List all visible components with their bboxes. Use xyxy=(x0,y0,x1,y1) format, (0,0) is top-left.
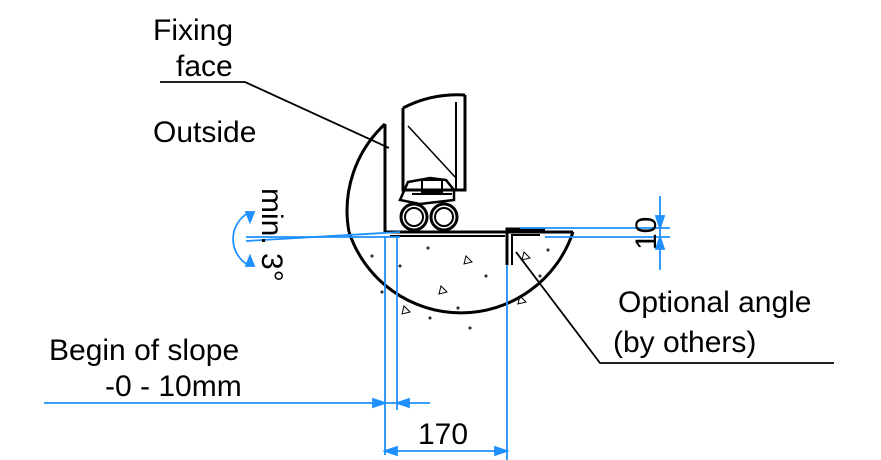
hatch-dot xyxy=(538,274,542,278)
hatch-triangle xyxy=(401,305,411,315)
seal-detail-block xyxy=(421,179,443,193)
concrete-hatch xyxy=(370,246,550,330)
optional-angle-leader xyxy=(515,251,834,364)
begin-slope-label-line2: -0 - 10mm xyxy=(105,370,242,403)
height-dimension-label: 10 xyxy=(630,217,663,250)
angle-arc xyxy=(232,211,251,267)
optional-angle-profile xyxy=(505,227,545,265)
angle-arrow-top xyxy=(244,211,256,225)
detail-circle-bottom-arc xyxy=(347,231,575,315)
width-dimension-label: 170 xyxy=(418,418,468,451)
hatch-dot xyxy=(426,246,430,250)
hatch-dot xyxy=(484,274,488,278)
optional-angle-profile-inner xyxy=(511,234,540,265)
min-angle-label: min. 3° xyxy=(255,188,288,282)
detail-circle-left-arc xyxy=(345,122,387,233)
hatch-triangle xyxy=(517,295,527,305)
hatch-dot xyxy=(468,326,472,330)
hatch-dot xyxy=(398,264,402,268)
door-panel-diagonal xyxy=(407,125,457,179)
hatch-dot xyxy=(456,306,460,310)
hatch-triangle xyxy=(521,251,531,261)
roller-left xyxy=(399,202,429,232)
height-arrow-bottom xyxy=(654,234,666,250)
angle-reference-sloped xyxy=(245,231,401,242)
slope-begin-arrow-left xyxy=(372,397,388,409)
section-linework xyxy=(160,81,834,364)
outside-label: Outside xyxy=(153,116,256,149)
slope-begin-arrow-right xyxy=(394,397,410,409)
width-arrow-left xyxy=(382,445,398,457)
hatch-dot xyxy=(380,290,384,294)
detail-circle-top-arc xyxy=(402,93,466,110)
angle-arrow-bottom xyxy=(244,253,256,267)
height-arrow-top xyxy=(654,215,666,231)
roller-right-inner xyxy=(434,207,454,227)
fixing-face-label-line2: face xyxy=(176,50,233,83)
optional-angle-label-line1: Optional angle xyxy=(618,286,811,319)
fixing-face-label-line1: Fixing xyxy=(153,14,233,47)
hatch-dot xyxy=(370,254,374,258)
hatch-triangle xyxy=(463,255,473,265)
roller-right xyxy=(429,202,459,232)
width-arrow-right xyxy=(494,445,510,457)
hatch-triangle xyxy=(438,285,448,295)
dimension-linework xyxy=(44,196,670,460)
seal-detail xyxy=(398,176,456,206)
roller-left-inner xyxy=(404,207,424,227)
begin-slope-label-line1: Begin of slope xyxy=(49,334,239,367)
door-panel xyxy=(401,95,467,192)
fixing-face-leader xyxy=(160,81,390,149)
hatch-dot xyxy=(546,248,550,252)
optional-angle-label-line2: (by others) xyxy=(613,326,756,359)
hatch-dot xyxy=(428,316,432,320)
